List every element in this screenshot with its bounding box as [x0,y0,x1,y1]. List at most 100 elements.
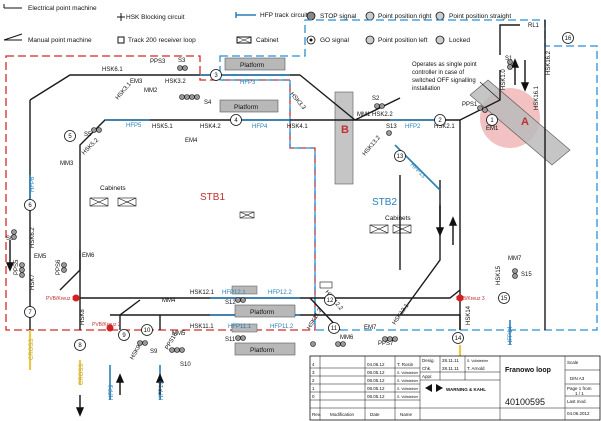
legend-cabinet: Cabinet [236,36,279,44]
label-em7: EM7 [364,325,377,331]
direction-arrows [5,58,530,417]
label-mm4: MM4 [162,298,176,304]
svg-text:T. Rosin: T. Rosin [397,362,414,367]
label-hfp5: HFP5 [126,123,142,129]
svg-text:S. Vollsteinier: S. Vollsteinier [397,395,419,399]
label-s1: S1 [505,56,513,62]
svg-text:S. Vollsteinier: S. Vollsteinier [467,359,489,363]
track-circle-label-15: 15 [501,296,508,302]
label-hsk15: HSK15 [496,265,502,285]
label-hsk42: HSK4.2 [200,124,221,130]
svg-text:switched OFF signalling: switched OFF signalling [412,78,476,84]
svg-text:Modification: Modification [330,412,355,417]
track-circle-label-1: 1 [490,118,494,124]
company-logo-icon [425,384,443,392]
svg-text:Rev.: Rev. [312,412,321,417]
label-hsk51: HSK5.1 [152,124,173,130]
label-s3: S3 [178,58,186,64]
area-b-label: B [341,124,349,136]
label-hsk8: HSK8 [80,309,86,325]
label-hsk162: HSK16.2 [546,50,552,75]
label-s9: S9 [150,349,158,355]
track-circle-1 [486,114,498,126]
svg-text:HSK Blocking circuit: HSK Blocking circuit [126,14,185,21]
svg-text:04.06.12: 04.06.12 [367,362,385,367]
legend-point-left: Point position left [365,35,428,45]
block-labels: HSK6.1 PPS3 EM3 HSK3.2 S3 MM2 HFP3 S4 HF… [6,23,540,368]
label-s6: S6 [6,236,14,242]
label-mm1: MM1 [357,112,371,118]
drawing-number: 40100595 [505,397,545,407]
svg-text:28.11.11: 28.11.11 [442,358,459,363]
track-circle-14 [452,332,464,344]
cabinets: Cabinets Cabinets [89,185,411,289]
label-hsk161: HSK16.1 [534,85,540,110]
legend-point-right: Point position right [365,11,432,21]
signals [11,59,518,353]
label-s5: S5 [84,132,92,138]
svg-text:2: 2 [312,378,315,383]
svg-text:04.06.2012: 04.06.2012 [567,411,590,416]
track-circle-label-2: 2 [438,118,442,124]
svg-text:Last mod.: Last mod. [567,399,587,404]
platform-4: Platform [234,342,296,356]
svg-text:Cabinet: Cabinet [256,37,279,44]
label-pps5: PPS5 [14,259,20,275]
legend-hfp: HFP track circuit [235,12,308,19]
track-circle-label-4: 4 [234,118,238,124]
company-name: WARNING & KAHL [446,387,486,392]
svg-text:Platform: Platform [234,104,258,111]
track-circle-8 [74,339,86,351]
track-circle-3 [210,69,222,81]
svg-text:Chk.: Chk. [422,366,431,371]
label-hsk111: HSK11.1 [190,324,214,330]
svg-text:Appr.: Appr. [422,374,433,379]
pvb-points [72,294,464,332]
label-hsk31: HSK3.1 [115,81,133,101]
svg-text:Point position straight: Point position straight [449,13,511,20]
svg-text:Desig.: Desig. [422,358,435,363]
platform-2: Platform [219,99,279,113]
svg-text:Electrical point machine: Electrical point machine [28,5,97,12]
cabinets-label-1: Cabinets [100,185,126,192]
svg-text:Scale: Scale [567,360,579,365]
svg-text:S. Vollsteinier: S. Vollsteinier [397,387,419,391]
track-circle-label-8: 8 [78,343,82,349]
legend: Electrical point machine Manual point ma… [3,4,511,45]
track-circle-7 [24,306,36,318]
svg-text:Track 200 receiver loop: Track 200 receiver loop [128,37,196,44]
svg-text:Platform: Platform [250,347,274,354]
label-mm5: MM5 [172,331,186,337]
svg-text:Point position right: Point position right [378,13,432,20]
label-pvb3: PVB/Kreuz 3 [456,296,485,302]
svg-text:S. Vollsteinier: S. Vollsteinier [397,371,419,375]
label-hfp14: HFP14 [508,326,514,345]
track-circle-label-7: 7 [28,310,32,316]
svg-text:1 / 1: 1 / 1 [575,391,584,396]
label-hsk21: HSK2.1 [434,124,455,130]
svg-text:STOP signal: STOP signal [320,13,357,20]
track-circle-10 [141,324,153,336]
cabinets-label-2: Cabinets [385,215,411,222]
label-hfp3: HFP3 [240,80,256,86]
svg-text:Name: Name [400,412,413,417]
legend-point-straight: Point position straight [435,11,511,21]
svg-text:HFP track circuit: HFP track circuit [260,12,308,19]
svg-text:controller in case of: controller in case of [412,70,464,76]
annotation: Operates as single point controller in c… [412,62,501,101]
label-rl1: RL1 [528,23,540,29]
svg-text:08.05.12: 08.05.12 [367,370,385,375]
platform-1: Platform [224,57,286,71]
label-hsk14: HSK14 [466,305,472,325]
label-cross1: CROSS [29,339,35,360]
label-em4: EM4 [185,138,198,144]
svg-text:4: 4 [312,362,315,367]
label-s11: S11 [225,337,236,343]
label-s13: S13 [386,124,397,130]
label-pvb1: PVB/Kreuz 1 [46,296,75,302]
label-s2: S2 [372,96,380,102]
legend-hsk-blocking: HSK Blocking circuit [117,13,185,21]
track-circle-11 [328,322,340,334]
label-pps1: PPS1 [462,102,478,108]
